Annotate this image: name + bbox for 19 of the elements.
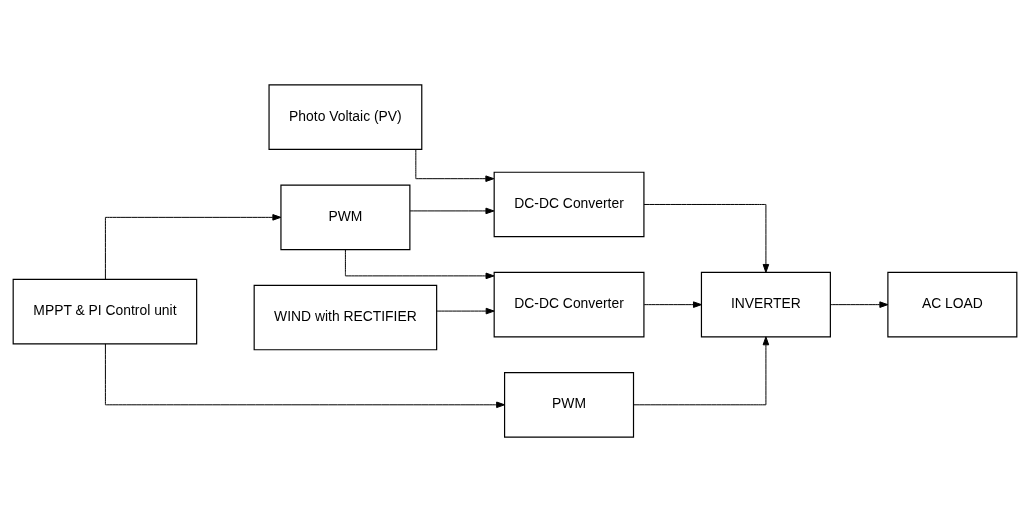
arrow: [344, 249, 495, 280]
arrow: [409, 207, 495, 215]
arrow: [643, 203, 770, 273]
arrow: [633, 336, 770, 406]
arrow: [415, 149, 495, 182]
node-box: PWM: [504, 371, 635, 438]
arrow: [830, 301, 889, 308]
arrow: [104, 214, 282, 280]
node-box: DC-DC Converter: [493, 171, 645, 238]
node-box: DC-DC Converter: [493, 271, 645, 338]
arrow: [436, 307, 495, 315]
node-box: INVERTER: [700, 271, 831, 338]
arrow: [104, 343, 506, 409]
node-box: Photo Voltaic (PV): [268, 84, 423, 151]
node-box: WIND with RECTIFIER: [253, 284, 438, 351]
node-box: MPPT & PI Control unit: [12, 278, 198, 345]
node-box: PWM: [280, 184, 411, 251]
arrow: [643, 301, 702, 308]
node-box: AC LOAD: [887, 271, 1018, 338]
